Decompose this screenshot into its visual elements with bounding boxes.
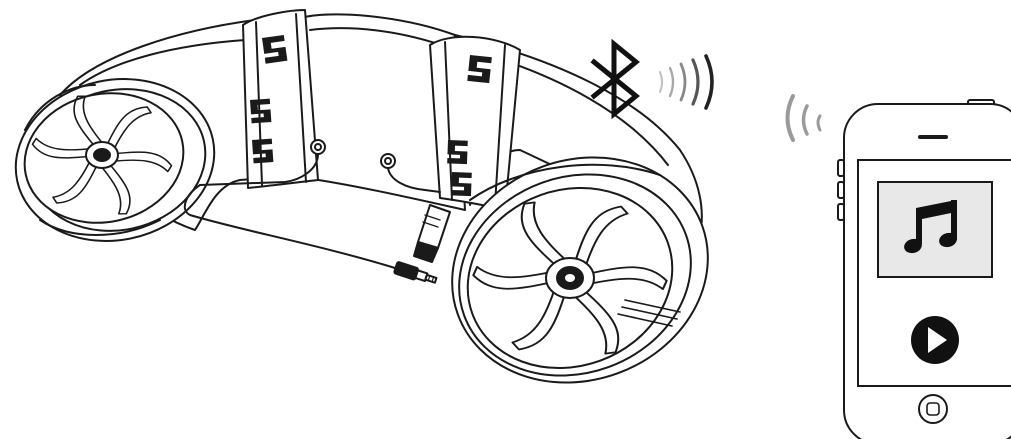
speaker-tower bbox=[14, 9, 709, 384]
play-button-icon[interactable] bbox=[911, 316, 959, 364]
phone-earpiece bbox=[918, 135, 948, 139]
bluetooth-icon bbox=[590, 38, 640, 120]
wireless-signal-waves-icon-outgoing bbox=[659, 54, 714, 110]
aux-cable bbox=[183, 153, 441, 269]
center-tube bbox=[299, 13, 466, 211]
phone-album-art-panel bbox=[877, 181, 993, 278]
smartphone bbox=[837, 99, 1011, 439]
bluetooth-adapter bbox=[413, 204, 451, 263]
music-note-icon bbox=[904, 200, 957, 254]
right-speaker bbox=[448, 156, 709, 384]
aux-plug bbox=[393, 261, 438, 284]
clamp-ring-left bbox=[242, 9, 319, 189]
clamp-ring-right bbox=[429, 35, 521, 211]
wireless-signal-waves-icon-incoming bbox=[785, 94, 822, 142]
home-button-icon[interactable] bbox=[918, 394, 948, 424]
left-speaker bbox=[14, 78, 216, 242]
